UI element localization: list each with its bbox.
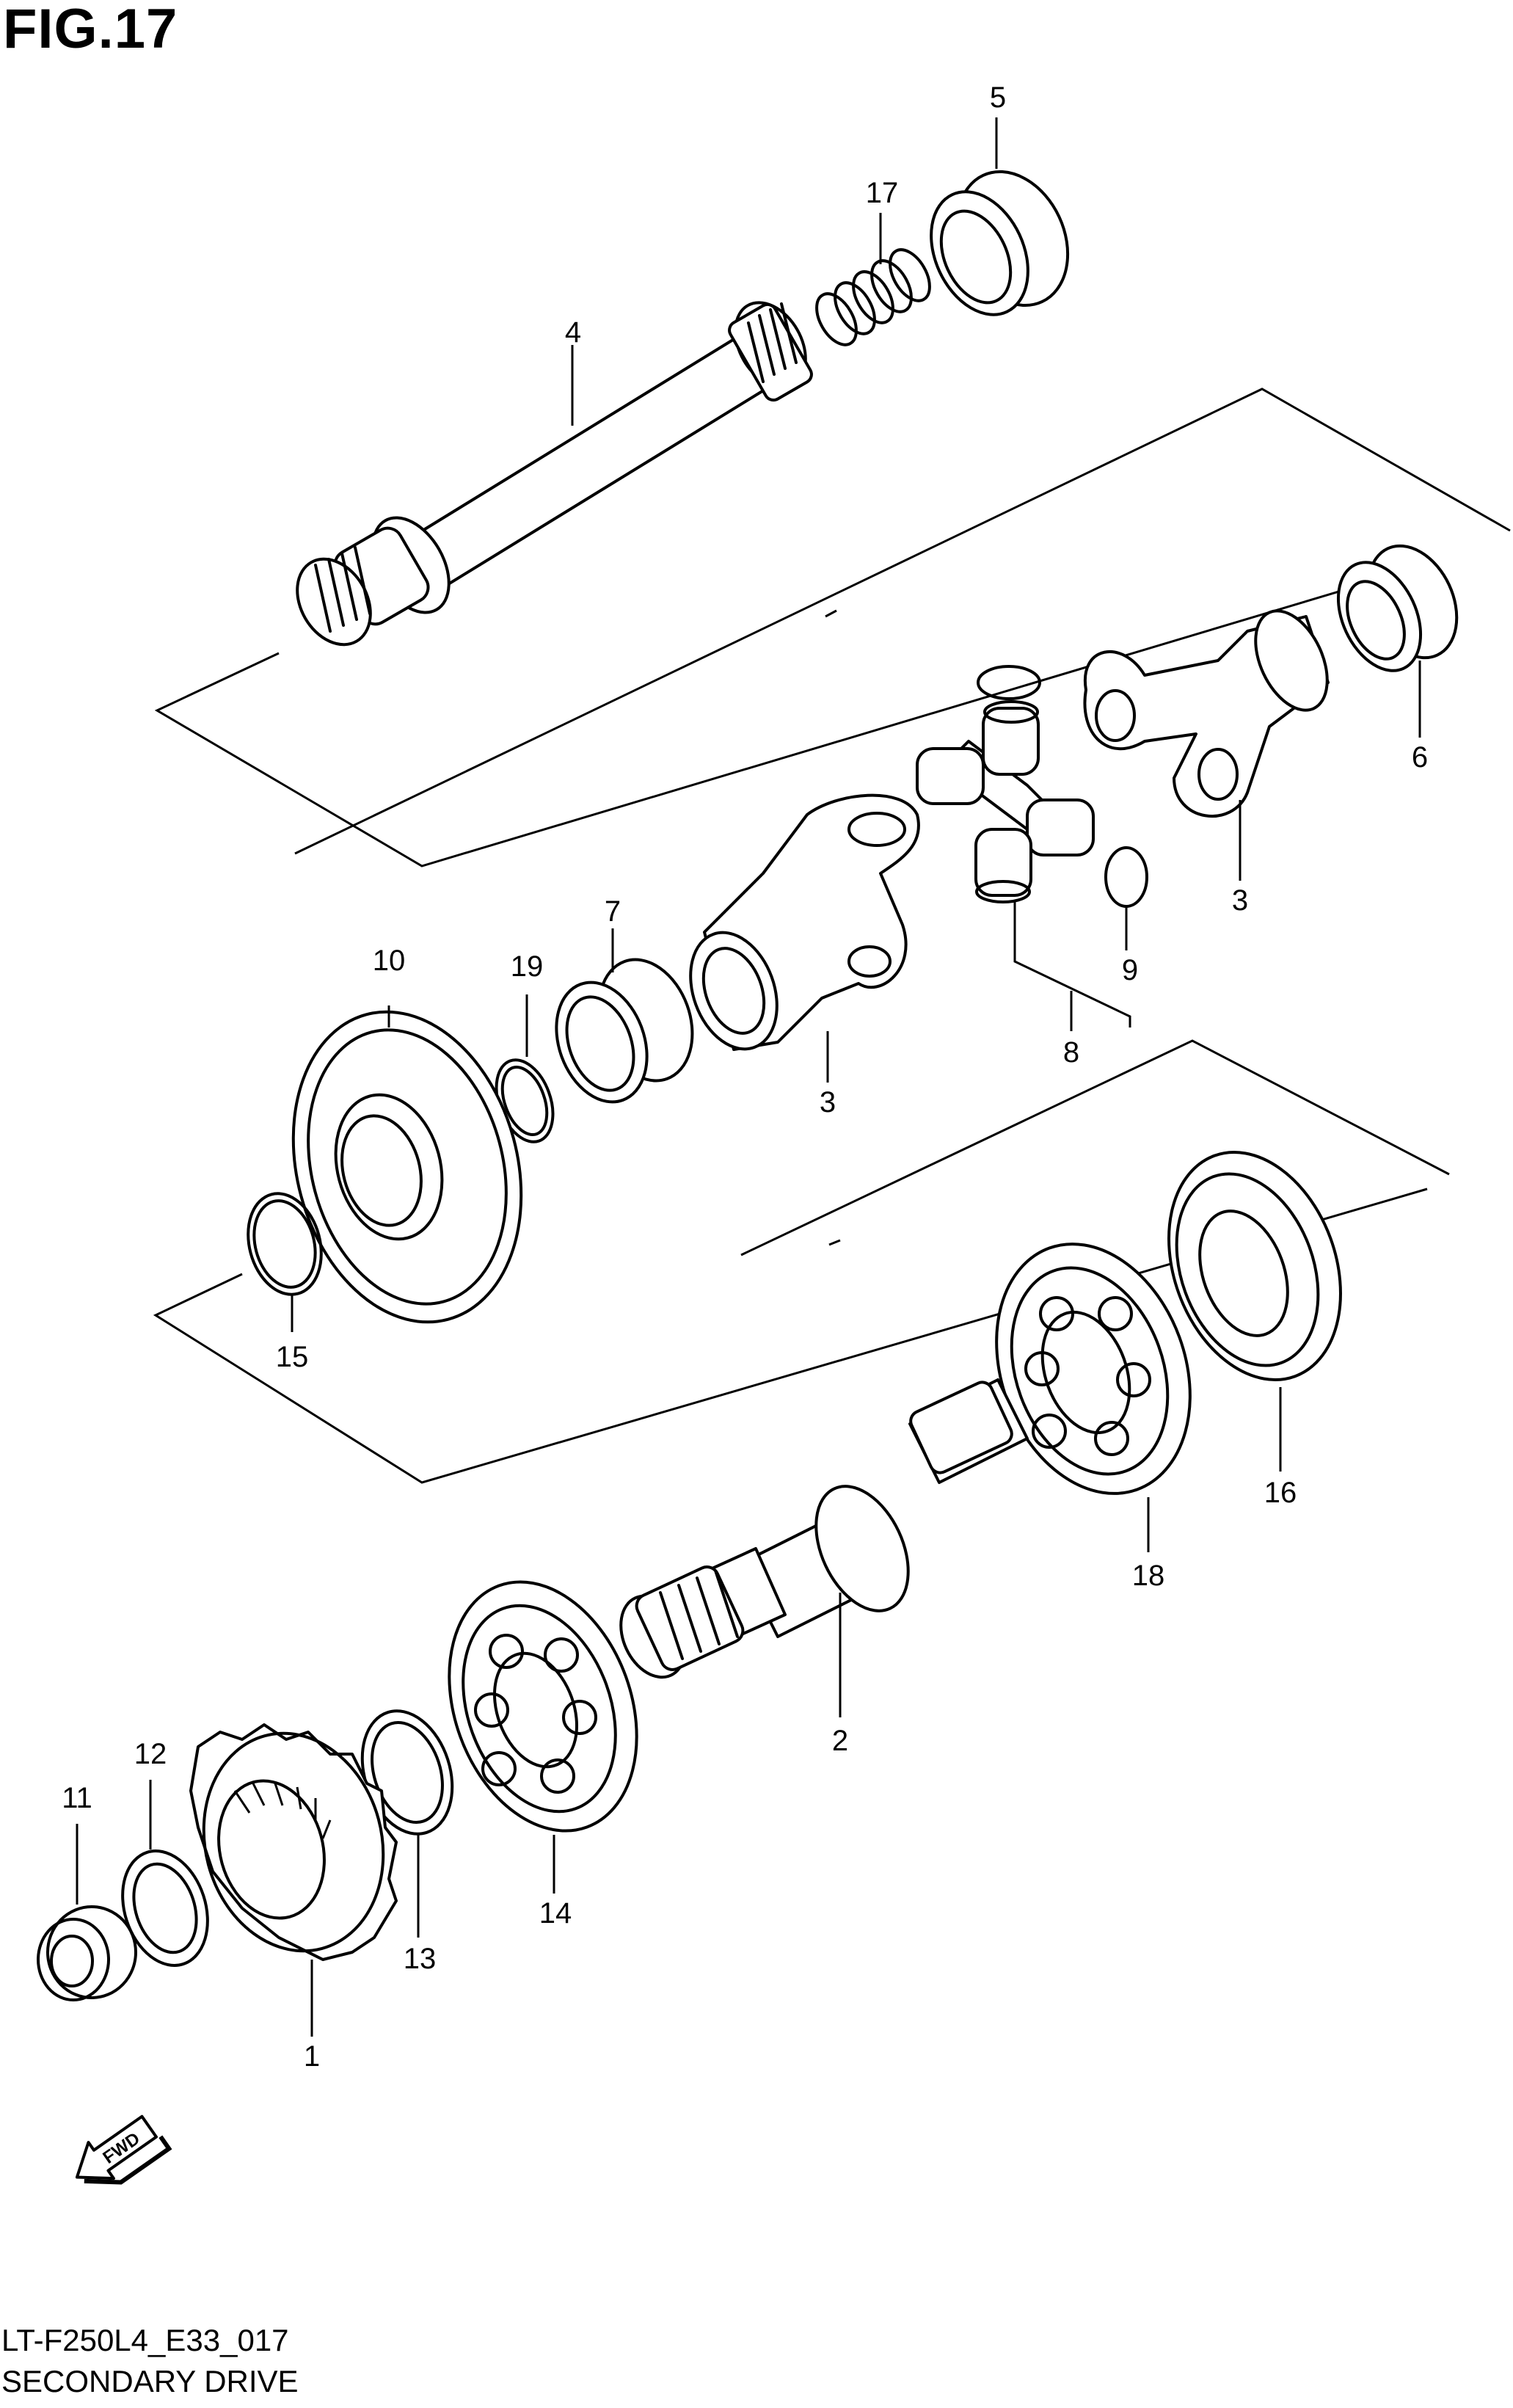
callout-19: 19 xyxy=(511,950,544,983)
part-5-boot xyxy=(930,170,1070,316)
part-3-yoke-upper xyxy=(1083,609,1330,818)
part-4-shaft xyxy=(296,301,813,647)
callout-10: 10 xyxy=(373,945,406,977)
group-frame-upper xyxy=(154,388,1511,867)
part-6-seal xyxy=(1336,544,1459,672)
callout-5: 5 xyxy=(990,81,1006,114)
figure-title: FIG.17 xyxy=(3,0,178,60)
callout-12: 12 xyxy=(134,1738,167,1770)
callout-8: 8 xyxy=(1063,1036,1079,1069)
part-7-bushing xyxy=(555,958,694,1104)
callout-13: 13 xyxy=(404,1943,437,1975)
callout-15: 15 xyxy=(276,1341,309,1373)
part-2-drive-shaft xyxy=(619,1378,1029,1679)
part-12-washer xyxy=(121,1849,209,1967)
part-1-bevel-gear xyxy=(189,1723,398,1961)
callout-16: 16 xyxy=(1264,1477,1297,1509)
part-11-nut xyxy=(37,1905,137,2001)
callout-3-middle: 3 xyxy=(820,1086,836,1118)
part-16-oil-seal xyxy=(1167,1151,1342,1381)
fwd-arrow-icon: FWD xyxy=(75,2114,172,2185)
part-10-plate xyxy=(291,1010,523,1324)
figure-code: LT-F250L4_E33_017 xyxy=(1,2323,289,2357)
callout-18: 18 xyxy=(1132,1560,1165,1592)
group-frame-lower xyxy=(153,1039,1450,1484)
figure-name: SECONDARY DRIVE xyxy=(1,2364,299,2398)
callout-4: 4 xyxy=(565,316,581,349)
leader-lines xyxy=(76,117,1421,2037)
callout-9: 9 xyxy=(1122,954,1138,986)
callout-3-upper: 3 xyxy=(1232,884,1248,917)
part-15-o-ring xyxy=(247,1192,323,1296)
part-3-yoke-middle xyxy=(689,793,920,1051)
callout-labels: 5 17 4 6 3 9 8 7 19 10 3 15 16 18 2 12 1… xyxy=(62,81,1428,2073)
part-14-bearing xyxy=(448,1580,638,1833)
callout-2: 2 xyxy=(832,1725,848,1757)
part-8-universal-joint xyxy=(916,700,1095,903)
callout-7: 7 xyxy=(605,895,621,928)
part-17-spring xyxy=(815,248,931,346)
callout-17: 17 xyxy=(866,177,899,209)
callout-6: 6 xyxy=(1412,741,1428,774)
callout-14: 14 xyxy=(539,1897,572,1929)
callout-11: 11 xyxy=(62,1782,92,1814)
part-18-bearing xyxy=(995,1243,1192,1495)
callout-1: 1 xyxy=(304,2040,320,2073)
